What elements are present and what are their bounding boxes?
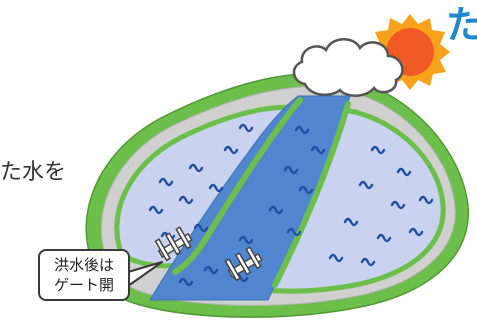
body-text-fragment: た水を (0, 160, 67, 185)
callout-line-2: ゲート開 (53, 276, 114, 294)
inner-levee-right (272, 101, 351, 288)
inner-levee-left (172, 97, 303, 275)
floodgate-callout: 洪水後は ゲート開 (38, 249, 130, 301)
heading-fragment: た (446, 3, 477, 47)
callout-line-1: 洪水後は (53, 256, 114, 274)
cloud-icon (292, 38, 404, 97)
floodgate-icon (154, 226, 263, 282)
